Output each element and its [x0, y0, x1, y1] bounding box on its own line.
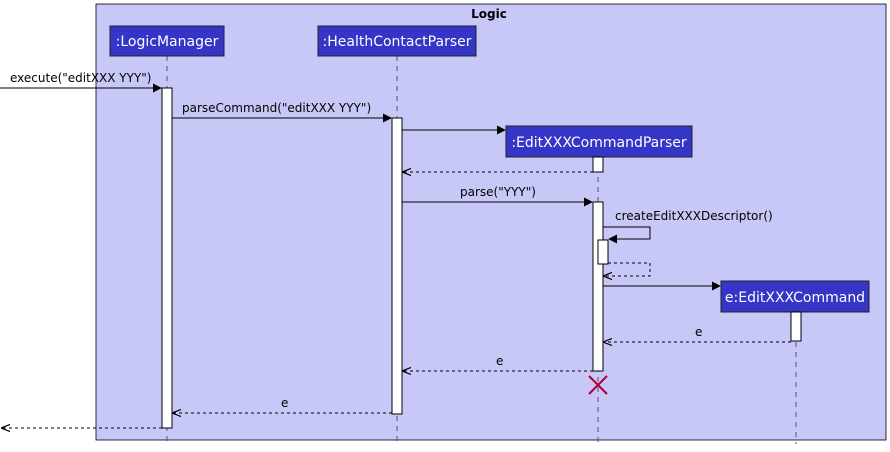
return-descriptor-arrow	[604, 262, 651, 276]
message-create-descriptor-arrow	[603, 226, 651, 244]
participant-command-label: e:EditXXXCommand	[725, 290, 865, 306]
activation-command	[790, 311, 802, 342]
message-create-descriptor-label: createEditXXXDescriptor()	[615, 209, 773, 223]
return-cmd-parser-e-label: e	[496, 354, 503, 368]
logic-frame	[95, 3, 887, 441]
participant-logic-manager-label: :LogicManager	[116, 34, 219, 50]
participant-cmd-parser-label: :EditXXXCommandParser	[511, 135, 687, 151]
activation-cmd-parser-init	[592, 156, 604, 173]
message-parse-command-label: parseCommand("editXXX YYY")	[182, 101, 371, 115]
activation-logic-manager	[161, 87, 173, 429]
participant-logic-manager: :LogicManager	[109, 25, 225, 57]
activation-cmd-parser-parse	[592, 201, 604, 372]
participant-parser: :HealthContactParser	[317, 25, 477, 57]
destroy-mark	[588, 375, 608, 395]
message-execute-label: execute("editXXX YYY")	[10, 71, 152, 85]
return-parser-e-label: e	[281, 396, 288, 410]
frame-title: Logic	[471, 7, 507, 21]
participant-command: e:EditXXXCommand	[720, 280, 870, 313]
activation-parser	[391, 117, 403, 415]
participant-parser-label: :HealthContactParser	[323, 34, 472, 50]
participant-cmd-parser: :EditXXXCommandParser	[505, 125, 693, 158]
return-command-label: e	[695, 325, 702, 339]
activation-cmd-parser-nested	[597, 239, 609, 265]
message-parse-label: parse("YYY")	[460, 185, 536, 199]
